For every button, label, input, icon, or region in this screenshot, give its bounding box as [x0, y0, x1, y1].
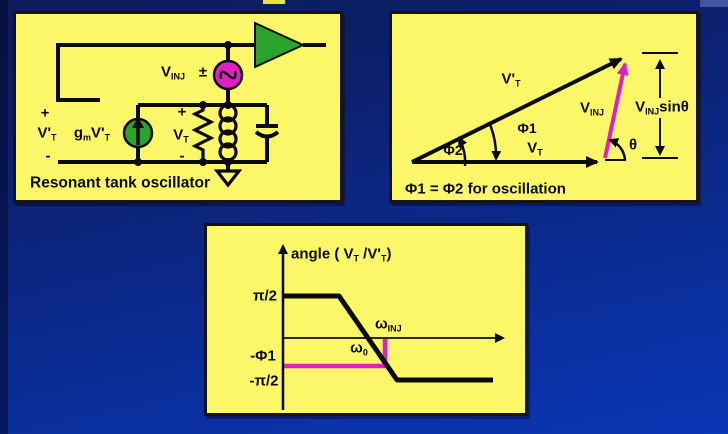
- phi2-label: Φ2: [443, 142, 463, 158]
- cropped-title-fragment: [263, 0, 285, 4]
- theta-label: θ: [628, 136, 638, 154]
- theta-arc: [608, 138, 627, 161]
- panel-phasor-diagram: V'T Φ1 Φ2 VT VINJ VINJsinθ θ Φ1 = Φ2 for…: [389, 11, 699, 203]
- phasor-drawing: [411, 52, 678, 168]
- plus-minus-label: ±: [198, 63, 208, 81]
- phi1-arc: [487, 121, 502, 161]
- vprime-t-label: V'T: [37, 124, 57, 143]
- left-plus-label: +: [40, 104, 50, 122]
- slide-left-edge: [0, 0, 8, 434]
- corner-fragment: [700, 0, 728, 7]
- sine-icon: [219, 70, 237, 80]
- resistor: [191, 105, 215, 162]
- vt-label: VT: [173, 126, 189, 145]
- current-arrow-head: [132, 117, 144, 128]
- panel-resonant-tank-oscillator: VINJ ± + V'T - gmV'T + VT - Resonant tan…: [13, 11, 343, 203]
- vt-vector-label: VT: [527, 139, 543, 158]
- neg-phi1-tick-label: -Φ1: [250, 347, 276, 365]
- omega0-label: ω0: [350, 339, 368, 358]
- panel2-caption: Φ1 = Φ2 for oscillation: [405, 180, 566, 198]
- neg-pi-half-tick-label: -π/2: [249, 372, 279, 390]
- omega-inj-label: ωINJ: [375, 315, 402, 334]
- circuit-drawing: [56, 21, 326, 188]
- panel-phase-plot: angle ( VT /V'T) π/2 -Φ1 -π/2 ω0 ωINJ: [204, 223, 528, 416]
- phi1-label: Φ1: [517, 120, 537, 136]
- phase-plot-drawing: [278, 244, 505, 410]
- tank-plus-label: +: [177, 103, 187, 121]
- pi-half-tick-label: π/2: [253, 287, 277, 305]
- inductor: [218, 103, 238, 162]
- left-minus-label: -: [45, 147, 51, 165]
- amplifier-triangle: [254, 21, 306, 69]
- vinj-sin-theta-label: VINJsinθ: [635, 98, 689, 117]
- gm-vprime-t-label: gmV'T: [73, 124, 111, 143]
- vinj-label: VINJ: [160, 63, 186, 82]
- tank-minus-label: -: [179, 147, 185, 165]
- phi2-arc: [457, 136, 468, 167]
- vprime-t-vector-label: V'T: [501, 70, 521, 89]
- ground-icon: [213, 169, 243, 188]
- capacitor-curved-plate: [254, 130, 280, 139]
- panel1-caption: Resonant tank oscillator: [30, 174, 211, 192]
- feedback-wire: [56, 43, 257, 102]
- phase-curve: [283, 293, 493, 383]
- y-axis-label: angle ( VT /V'T): [291, 245, 392, 264]
- vprime-t-vector: [411, 57, 623, 164]
- vinj-vector-label: VINJ: [579, 99, 605, 118]
